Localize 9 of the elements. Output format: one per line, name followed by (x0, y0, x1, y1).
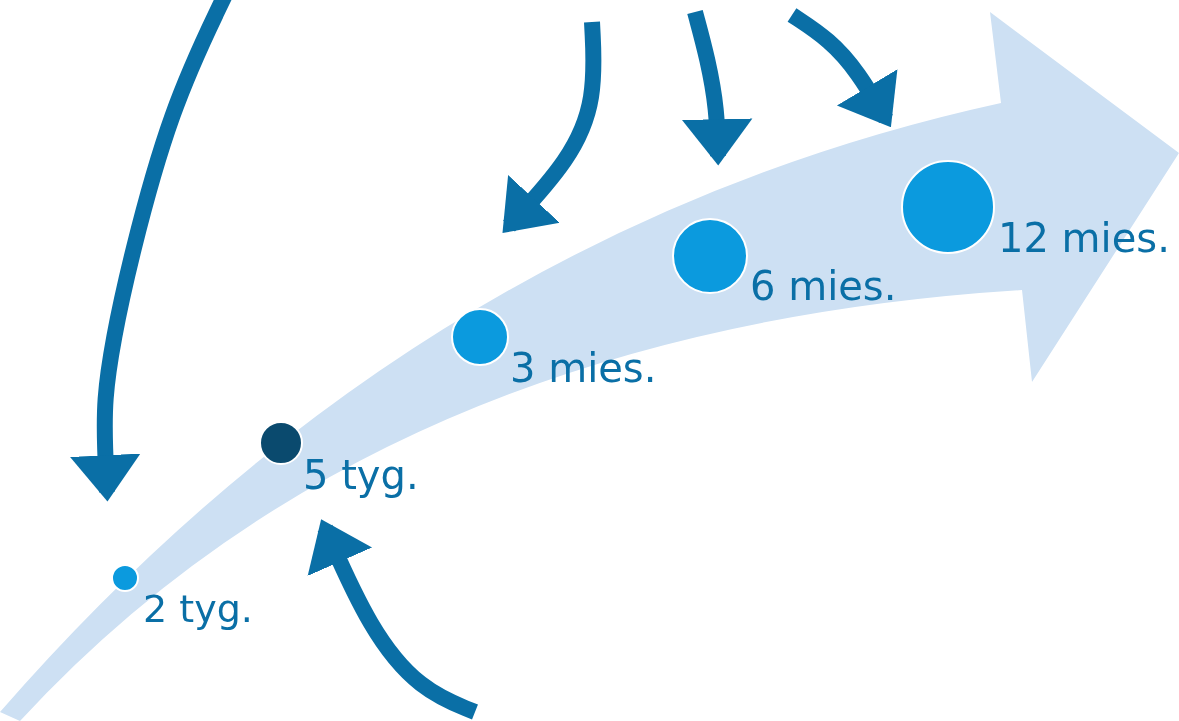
time-label: 2 tyg. (143, 590, 253, 628)
time-label: 12 mies. (998, 218, 1170, 258)
curved-arrow (787, 8, 898, 128)
curved-arrow (70, 0, 233, 502)
time-label: 3 mies. (510, 348, 657, 388)
curved-arrow (502, 21, 602, 234)
time-label: 6 mies. (750, 266, 897, 306)
curved-arrow (682, 9, 753, 166)
curved-arrow (307, 519, 478, 720)
